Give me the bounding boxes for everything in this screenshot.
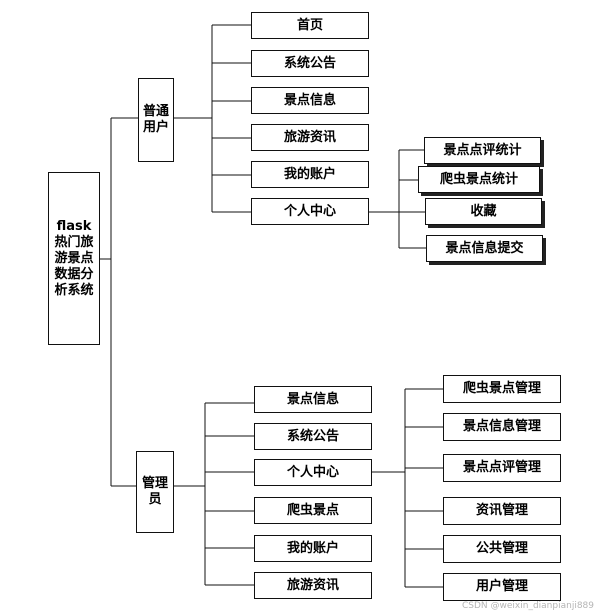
watermark: CSDN @weixin_dianpianji889 — [462, 601, 594, 611]
admin-sub-news-management: 资讯管理 — [443, 497, 561, 525]
user-sub-crawler-stats: 爬虫景点统计 — [418, 166, 540, 193]
user-branch-node: 普通用户 — [138, 78, 174, 162]
admin-item-attraction-info: 景点信息 — [254, 386, 372, 413]
user-item-my-account: 我的账户 — [251, 161, 369, 188]
admin-item-my-account: 我的账户 — [254, 535, 372, 562]
user-item-travel-news: 旅游资讯 — [251, 124, 369, 151]
admin-item-personal-center: 个人中心 — [254, 459, 372, 486]
admin-item-crawler-attractions: 爬虫景点 — [254, 497, 372, 524]
admin-sub-review-management: 景点点评管理 — [443, 454, 561, 482]
admin-sub-attraction-management: 景点信息管理 — [443, 413, 561, 441]
user-sub-favorites: 收藏 — [425, 198, 542, 225]
admin-sub-user-management: 用户管理 — [443, 573, 561, 601]
admin-sub-public-management: 公共管理 — [443, 535, 561, 563]
admin-sub-crawler-management: 爬虫景点管理 — [443, 375, 561, 403]
user-item-personal-center: 个人中心 — [251, 198, 369, 225]
user-sub-submit-attraction: 景点信息提交 — [426, 235, 543, 262]
admin-branch-node: 管理员 — [136, 451, 174, 533]
user-item-announcements: 系统公告 — [251, 50, 369, 77]
user-sub-review-stats: 景点点评统计 — [424, 137, 541, 164]
user-item-attraction-info: 景点信息 — [251, 87, 369, 114]
admin-item-announcements: 系统公告 — [254, 423, 372, 450]
user-item-home: 首页 — [251, 12, 369, 39]
admin-item-travel-news: 旅游资讯 — [254, 572, 372, 599]
root-node: flask热门旅游景点数据分析系统 — [48, 172, 100, 345]
